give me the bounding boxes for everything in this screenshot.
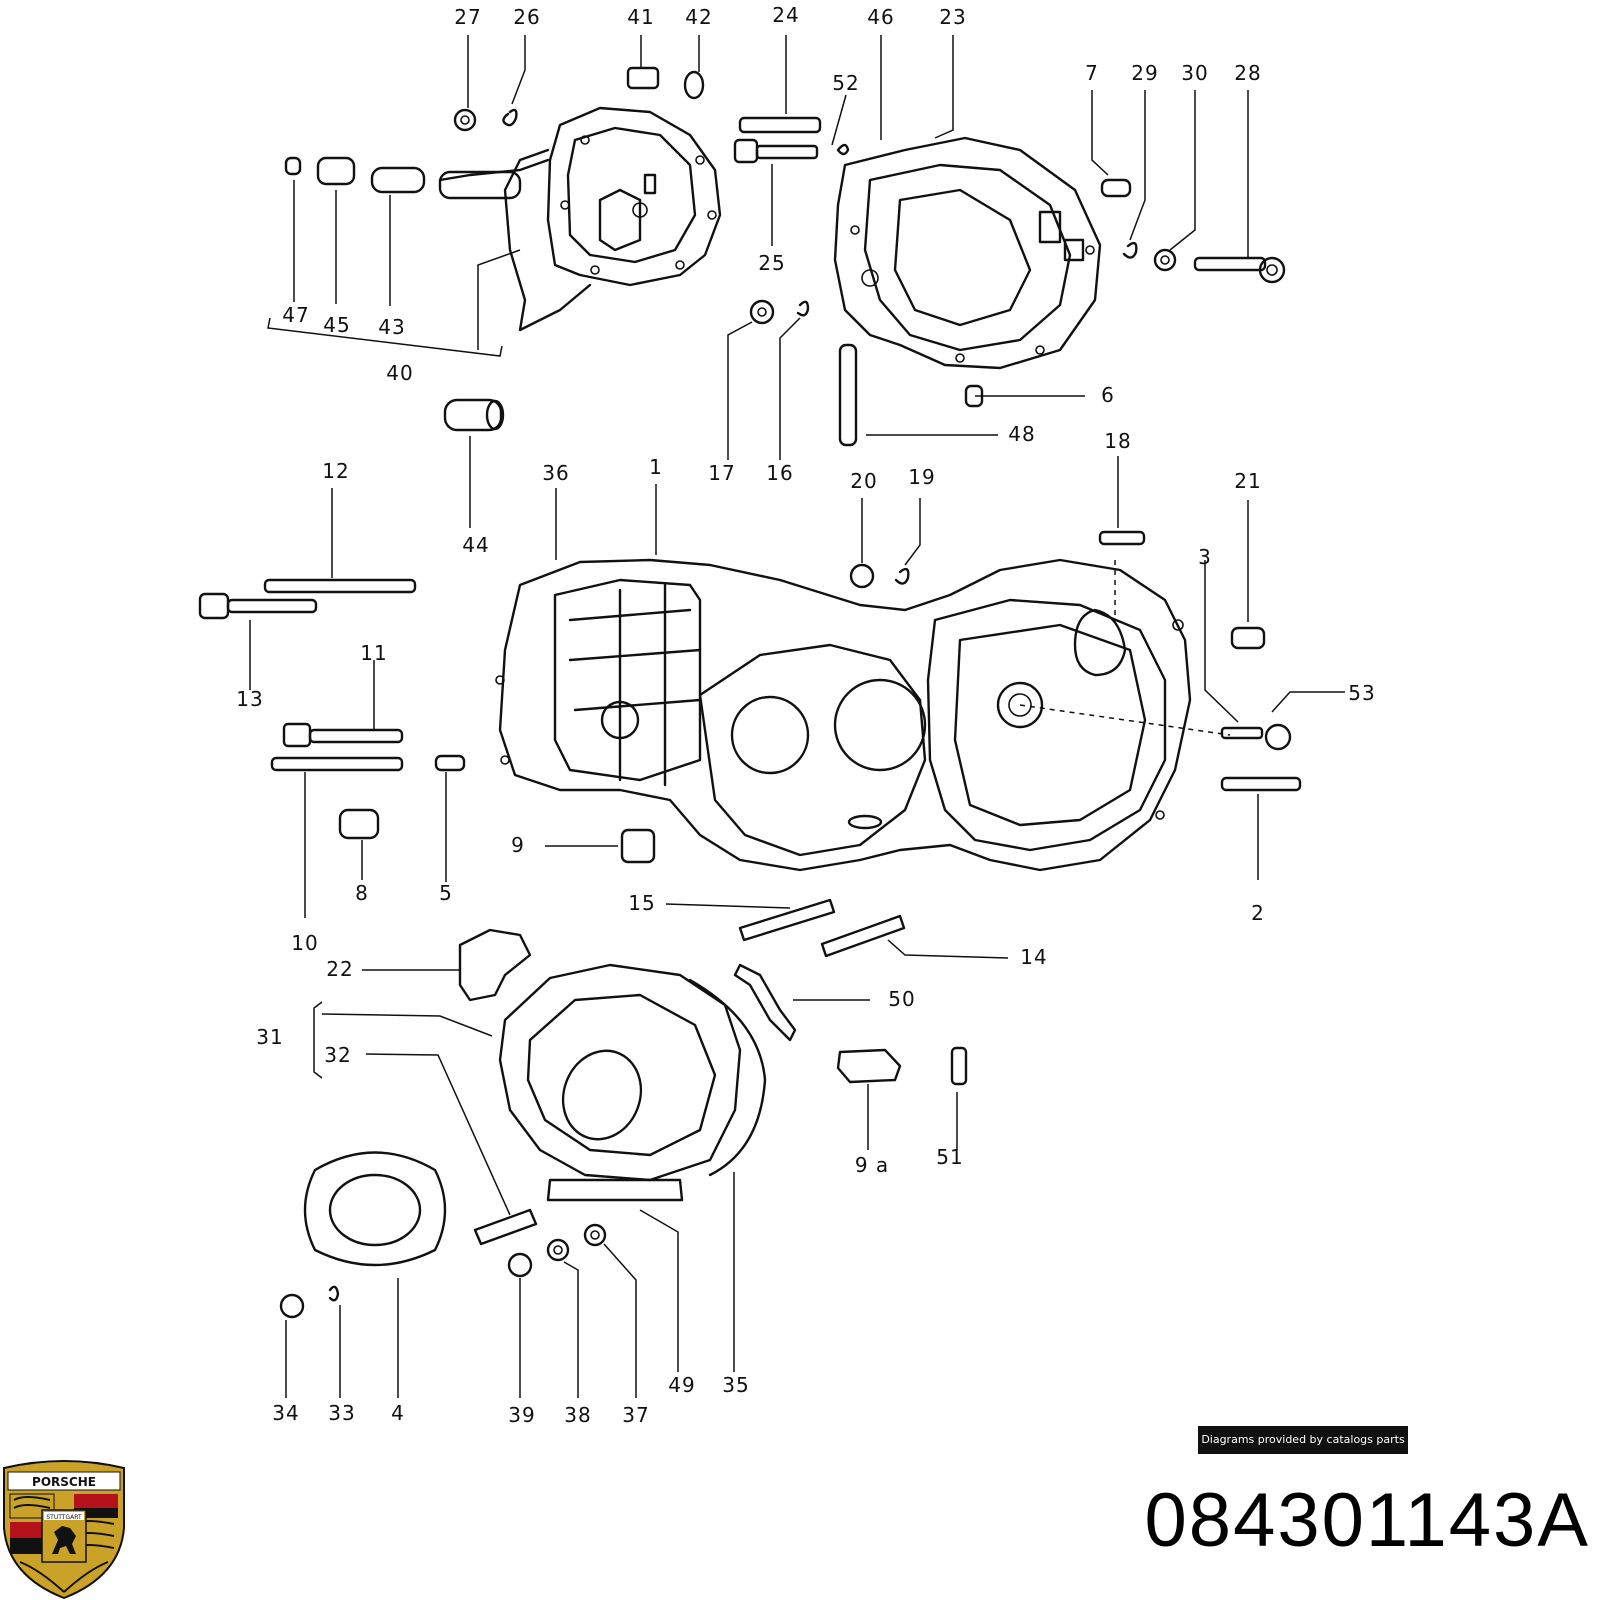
callout-23: 23	[939, 5, 966, 29]
rear-housing-23	[833, 136, 1102, 370]
springs-15-14	[738, 898, 906, 958]
callout-11: 11	[360, 641, 387, 665]
callout-39: 39	[508, 1403, 535, 1427]
callout-2: 2	[1251, 901, 1265, 925]
callout-40: 40	[386, 361, 413, 385]
callout-48: 48	[1008, 422, 1035, 446]
callout-1: 1	[649, 455, 663, 479]
callout-15: 15	[628, 891, 655, 915]
callout-26: 26	[513, 5, 540, 29]
callout-5: 5	[439, 881, 453, 905]
callout-43: 43	[378, 315, 405, 339]
callout-28: 28	[1234, 61, 1261, 85]
callout-53: 53	[1348, 681, 1375, 705]
callout-36: 36	[542, 461, 569, 485]
callout-25: 25	[758, 251, 785, 275]
callout-35: 35	[722, 1373, 749, 1397]
studs-left	[198, 530, 1302, 864]
callout-12: 12	[322, 459, 349, 483]
callout-30: 30	[1181, 61, 1208, 85]
callout-37: 37	[622, 1403, 649, 1427]
callout-32: 32	[324, 1043, 351, 1067]
callout-9: 9	[511, 833, 525, 857]
callout-21: 21	[1234, 469, 1261, 493]
callout-50: 50	[888, 987, 915, 1011]
callout-38: 38	[564, 1403, 591, 1427]
callout-31: 31	[256, 1025, 283, 1049]
callout-labels: 27 26 41 42 24 46 23 52 7 29 30 28 47 45…	[236, 3, 1375, 1427]
callout-19: 19	[908, 465, 935, 489]
callout-9a: 9 a	[855, 1153, 889, 1177]
callout-27: 27	[454, 5, 481, 29]
front-housing-40	[438, 106, 722, 332]
callout-6: 6	[1101, 383, 1115, 407]
callout-47: 47	[282, 303, 309, 327]
callout-51: 51	[936, 1145, 963, 1169]
logo-city-text: STUTTGART	[46, 1514, 82, 1521]
callout-4: 4	[391, 1401, 405, 1425]
bolts-24-25	[733, 116, 850, 164]
small-parts-top-left	[284, 66, 705, 432]
callout-29: 29	[1131, 61, 1158, 85]
callout-17: 17	[708, 461, 735, 485]
callout-52: 52	[832, 71, 859, 95]
provider-badge: Diagrams provided by catalogs parts	[1198, 1426, 1408, 1454]
callout-49: 49	[668, 1373, 695, 1397]
small-parts-top-right	[749, 178, 1286, 447]
callout-44: 44	[462, 533, 489, 557]
callout-45: 45	[323, 313, 350, 337]
leader-lines	[249, 35, 1345, 1398]
brand-crest-logo: PORSCHE STUTTGART	[3, 1460, 125, 1600]
callout-8: 8	[355, 881, 369, 905]
callout-24: 24	[772, 3, 799, 27]
callout-20: 20	[850, 469, 877, 493]
callout-18: 18	[1104, 429, 1131, 453]
callout-10: 10	[291, 931, 318, 955]
callout-13: 13	[236, 687, 263, 711]
callout-46: 46	[867, 5, 894, 29]
callout-42: 42	[685, 5, 712, 29]
callout-14: 14	[1020, 945, 1047, 969]
rear-cover-31	[458, 928, 968, 1202]
part-number: 084301143A	[1144, 1478, 1590, 1563]
main-case-1	[495, 558, 1231, 872]
callout-16: 16	[766, 461, 793, 485]
logo-brand-text: PORSCHE	[32, 1475, 96, 1489]
callout-7: 7	[1085, 61, 1099, 85]
callout-22: 22	[326, 957, 353, 981]
callout-34: 34	[272, 1401, 299, 1425]
callout-33: 33	[328, 1401, 355, 1425]
callout-3: 3	[1198, 545, 1212, 569]
callout-41: 41	[627, 5, 654, 29]
small-parts-bottom	[279, 1151, 607, 1319]
